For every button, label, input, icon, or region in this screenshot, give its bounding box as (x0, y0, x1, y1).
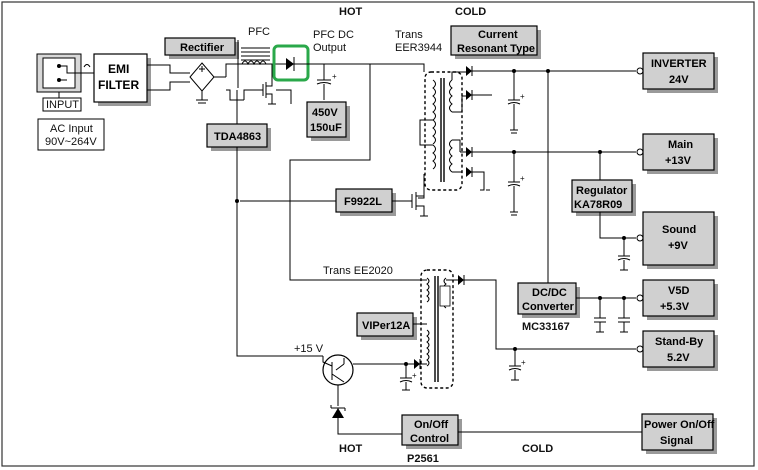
secondary-diode-1 (466, 66, 473, 76)
dcdc-line1: DC/DC (532, 287, 567, 299)
sound-line2: +9V (668, 240, 689, 252)
secondary-diode-4 (466, 167, 473, 177)
standby-diode (458, 275, 465, 285)
rectifier-label: Rectifier (180, 42, 225, 54)
emi-filter-block (93, 53, 148, 103)
main-line2: +13V (665, 155, 692, 167)
current-resonant-block (450, 25, 538, 56)
sound-line1: Sound (662, 224, 696, 236)
hot-label-top: HOT (339, 6, 363, 18)
transistor-icon (322, 354, 354, 386)
pfc-diode-icon (280, 57, 300, 71)
pfc-dc-output-line1: PFC DC (313, 29, 354, 41)
power-box (641, 413, 714, 451)
onoff-control-block (401, 414, 459, 446)
v15-label: +15 V (294, 343, 324, 355)
emi-line2: FILTER (98, 78, 139, 92)
capacitor-line1: 450V (312, 107, 338, 119)
main-box (642, 133, 715, 171)
capacitor-line2: 150uF (310, 122, 342, 134)
sound-box (642, 211, 715, 266)
onoff-line2: Control (410, 433, 449, 445)
emi-line1: EMI (108, 62, 129, 76)
secondary-diode-3 (466, 147, 473, 157)
tda4863-label: TDA4863 (214, 131, 261, 143)
standby-line2: 5.2V (667, 352, 690, 364)
inverter-line1: INVERTER (651, 58, 707, 70)
ac-input-box (37, 118, 105, 151)
standby-box (642, 330, 715, 368)
ee2020-outline (420, 269, 454, 389)
svg-text:+: + (412, 371, 417, 380)
trans-ee2020-label: Trans EE2020 (323, 265, 393, 277)
ac-input-connector (36, 53, 82, 93)
ac-input-line1: AC Input (50, 123, 93, 135)
pfc-mosfet-icon (252, 64, 276, 105)
zener-diode-icon (330, 405, 346, 418)
mc33167-label: MC33167 (522, 321, 570, 333)
hot-label-bottom: HOT (339, 443, 363, 455)
main-switch-mosfet-icon (411, 186, 428, 217)
sound-output: Sound +9V (636, 211, 718, 269)
current-resonant-line2: Resonant Type (457, 43, 535, 55)
ac-input-line2: 90V~264V (45, 136, 97, 148)
standby-output: Stand-By 5.2V (636, 330, 718, 371)
f9922l-label: F9922L (344, 196, 382, 208)
power-line1: Power On/Off (644, 419, 715, 431)
main-line1: Main (668, 139, 693, 151)
svg-text:+: + (332, 72, 337, 81)
input-label: INPUT (46, 99, 79, 111)
aux-diode (414, 359, 427, 369)
v5d-line1: V5D (668, 285, 689, 297)
v5d-line2: +5.3V (660, 301, 690, 313)
bridge-rectifier-icon (189, 62, 226, 104)
pfc-label: PFC (248, 26, 270, 38)
svg-text:+: + (520, 92, 525, 101)
standby-line1: Stand-By (655, 336, 704, 348)
pfc-dc-output-line2: Output (313, 42, 346, 54)
onoff-line1: On/Off (414, 419, 449, 431)
pfc-diode-highlight (272, 44, 310, 82)
regulator-line1: Regulator (576, 185, 628, 197)
main-output: Main +13V (636, 133, 718, 174)
capacitor-block (306, 101, 347, 138)
regulator-line2: KA78R09 (574, 199, 622, 211)
power-line2: Signal (660, 435, 693, 447)
inverter-line2: 24V (669, 74, 689, 86)
viper12a-label: VIPer12A (362, 320, 410, 332)
main-transformer-outline (424, 71, 463, 191)
cold-label-top: COLD (455, 6, 486, 18)
input-label-box (42, 97, 82, 112)
regulator-block (571, 179, 633, 213)
current-resonant-line1: Current (478, 29, 518, 41)
trans-main-line2: EER3944 (395, 42, 442, 54)
trans-main-line1: Trans (395, 29, 423, 41)
dcdc-line2: Converter (522, 301, 575, 313)
inverter-box (642, 52, 715, 90)
rectifier-block (164, 37, 236, 56)
inverter-output: INVERTER 24V (636, 52, 718, 93)
svg-text:+: + (521, 358, 526, 367)
secondary-diode-2 (466, 90, 473, 100)
p2561-label: P2561 (407, 453, 439, 465)
ee2020-transformer-icon (426, 276, 451, 382)
v5d-box (642, 279, 715, 317)
cold-label-bottom: COLD (522, 443, 553, 455)
main-transformer-icon (432, 78, 453, 182)
power-onoff-signal: Power On/Off Signal (641, 413, 717, 454)
v5d-output: V5D +5.3V (636, 279, 718, 320)
svg-text:+: + (520, 174, 525, 183)
